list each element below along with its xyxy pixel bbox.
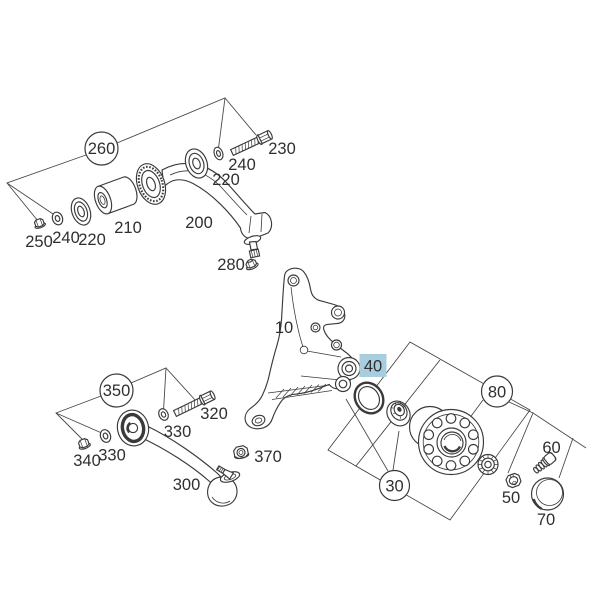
label-250[interactable]: 250: [25, 233, 53, 251]
lower-washer-right-drawing: [158, 408, 169, 421]
label-280[interactable]: 280: [217, 256, 245, 274]
label-220-right[interactable]: 220: [212, 171, 240, 189]
assembly-label-350[interactable]: 350: [99, 373, 134, 408]
seal-ring-drawing: [353, 381, 385, 415]
upper-washer-left-drawing: [51, 211, 64, 226]
label-200[interactable]: 200: [185, 214, 213, 232]
upper-nut-drawing: [33, 218, 46, 229]
label-210[interactable]: 210: [114, 219, 142, 237]
lower-control-arm-drawing: [116, 409, 241, 507]
wheel-hub-drawing: [408, 405, 499, 476]
assembly-label-80[interactable]: 80: [480, 375, 514, 408]
hub-kit-parts: [353, 381, 565, 511]
assembly-label-30[interactable]: 30: [378, 469, 411, 502]
label-320[interactable]: 320: [200, 405, 228, 423]
leader-lines: [6, 97, 587, 479]
label-220-left[interactable]: 220: [78, 231, 106, 249]
lower-bolt-drawing: [172, 390, 216, 418]
label-260[interactable]: 260: [88, 140, 116, 158]
selected-part-label-40[interactable]: 40: [359, 354, 387, 377]
label-60[interactable]: 60: [542, 439, 560, 457]
label-300[interactable]: 300: [173, 476, 201, 494]
wheel-bearing-drawing: [386, 400, 411, 427]
lower-control-arm-assembly: [77, 390, 250, 507]
label-50[interactable]: 50: [502, 489, 520, 507]
label-40-highlight[interactable]: [359, 354, 387, 377]
label-240-right[interactable]: 240: [228, 156, 256, 174]
label-70[interactable]: 70: [537, 511, 555, 529]
hub-screw-drawing: [533, 452, 557, 474]
upper-ring-left-drawing: [70, 197, 92, 226]
part-number-labels: 230 240 220 250 240 220 210 200 280 10 5…: [25, 140, 560, 529]
hub-spline-stub: [477, 453, 499, 476]
upper-sleeve-drawing: [93, 176, 138, 215]
lower-nut-drawing: [77, 438, 91, 450]
label-10[interactable]: 10: [275, 319, 293, 337]
label-240-left[interactable]: 240: [52, 229, 80, 247]
lower-washer-left-drawing: [99, 429, 112, 443]
upper-control-arm-drawing: [135, 162, 273, 259]
label-30[interactable]: 30: [385, 478, 403, 496]
upper-control-arm-assembly: [33, 130, 273, 271]
label-230[interactable]: 230: [268, 140, 296, 158]
upper-washer-right-drawing: [213, 146, 224, 161]
upper-balljoint-nut-drawing: [245, 258, 259, 271]
label-80[interactable]: 80: [488, 384, 506, 402]
label-40[interactable]: 40: [364, 358, 382, 376]
dust-cap-drawing: [530, 477, 565, 511]
steering-knuckle-drawing: [244, 267, 361, 430]
upper-ring-right-drawing: [184, 148, 209, 179]
label-340[interactable]: 340: [73, 452, 101, 470]
label-330-right[interactable]: 330: [164, 423, 192, 441]
hub-bolt-holes: [423, 413, 479, 471]
label-330-left[interactable]: 330: [98, 447, 126, 465]
locknut-drawing: [505, 472, 522, 489]
label-370[interactable]: 370: [254, 448, 282, 466]
upper-balljoint-stud-tip: [248, 248, 261, 259]
lower-balljoint-nut-drawing: [233, 445, 250, 460]
upper-bolt-drawing: [229, 130, 273, 157]
assembly-label-260[interactable]: 260: [84, 131, 119, 166]
label-350[interactable]: 350: [103, 382, 131, 400]
